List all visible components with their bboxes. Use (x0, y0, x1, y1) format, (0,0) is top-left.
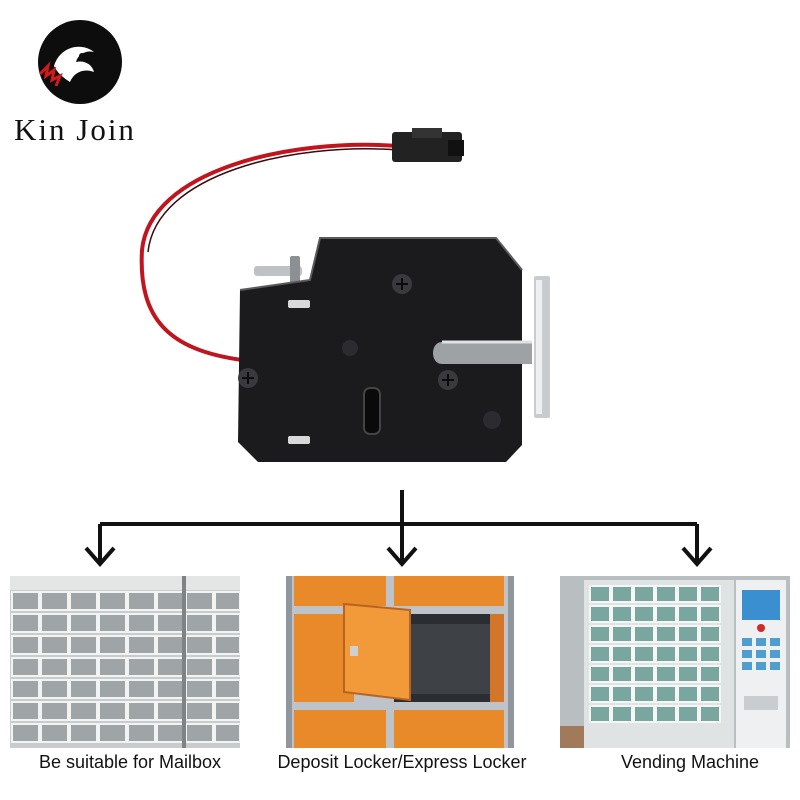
application-arrows (84, 490, 713, 568)
caption-mailbox: Be suitable for Mailbox (38, 752, 222, 772)
caption-deposit-locker: Deposit Locker/Express Locker (277, 752, 527, 772)
electronic-cabinet-lock-icon (139, 128, 550, 462)
orange-locker-photo (286, 576, 514, 748)
eagle-head-logo-icon (38, 20, 122, 104)
mailbox-wall-photo (10, 576, 240, 748)
vending-machine-photo (560, 576, 790, 748)
caption-vending-machine: Vending Machine (620, 752, 760, 772)
brand-name: Kin Join (14, 112, 136, 147)
